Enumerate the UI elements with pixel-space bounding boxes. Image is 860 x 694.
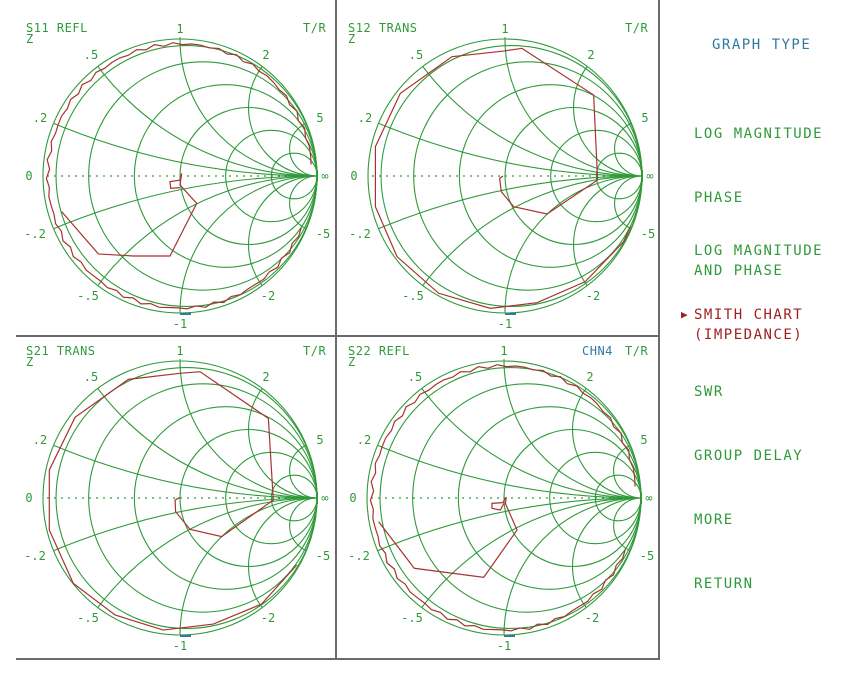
axis-label: .2 bbox=[357, 433, 371, 447]
menu-item-return[interactable]: RETURN bbox=[694, 574, 754, 594]
measurement-trace bbox=[45, 42, 312, 310]
axis-label: 0 bbox=[25, 491, 32, 505]
softkey-menu: GRAPH TYPE LOG MAGNITUDE PHASE LOG MAGNI… bbox=[662, 0, 860, 694]
axis-label: -.5 bbox=[77, 611, 99, 625]
axis-label: 0 bbox=[350, 169, 357, 183]
menu-item-label: LOG MAGNITUDE AND PHASE bbox=[694, 243, 824, 279]
axis-label: 1 bbox=[176, 22, 183, 36]
smith-grid bbox=[42, 38, 318, 314]
panel-format: Z bbox=[348, 32, 356, 46]
panel-title: S12 TRANS bbox=[348, 21, 418, 35]
panel-format: Z bbox=[26, 32, 34, 46]
menu-item-swr[interactable]: SWR bbox=[694, 382, 724, 402]
panel-divider-horizontal bbox=[16, 335, 660, 337]
panel-title: S11 REFL bbox=[26, 21, 88, 35]
panel-title: S21 TRANS bbox=[26, 344, 96, 358]
axis-label: 5 bbox=[316, 433, 323, 447]
axis-label: -5 bbox=[316, 549, 330, 563]
axis-label: ∞ bbox=[321, 169, 328, 183]
menu-item-label: PHASE bbox=[694, 190, 744, 206]
axis-label: -1 bbox=[173, 639, 187, 653]
smith-chart: 1 -1 0 ∞ .5 .2 -.2 -.5 2 5 -5 -2 bbox=[24, 22, 330, 331]
measurement-trace bbox=[374, 47, 631, 309]
panel-mode: T/R bbox=[303, 21, 327, 35]
panel-mode: T/R bbox=[303, 344, 327, 358]
axis-label: -.2 bbox=[349, 227, 371, 241]
panel-mode: T/R bbox=[625, 344, 649, 358]
menu-item-label: RETURN bbox=[694, 576, 754, 592]
axis-label: 1 bbox=[501, 22, 508, 36]
axis-label: .2 bbox=[33, 433, 47, 447]
axis-label: -.5 bbox=[402, 289, 424, 303]
axis-label: 2 bbox=[262, 48, 269, 62]
axis-label: -2 bbox=[261, 289, 275, 303]
axis-label: -5 bbox=[641, 227, 655, 241]
smith-chart: 1 -1 0 ∞ .5 .2 -.2 -.5 2 5 -5 -2 bbox=[348, 344, 654, 653]
axis-label: 5 bbox=[641, 111, 648, 125]
axis-label: -5 bbox=[316, 227, 330, 241]
panel-border-right bbox=[658, 0, 660, 660]
axis-label: 2 bbox=[587, 48, 594, 62]
smith-grid bbox=[367, 38, 643, 314]
menu-item-label: SMITH CHART (IMPEDANCE) bbox=[694, 307, 804, 343]
menu-item-log-magnitude-and-phase[interactable]: LOG MAGNITUDE AND PHASE bbox=[694, 241, 823, 281]
smith-chart: 1 -1 0 ∞ .5 .2 -.2 -.5 2 5 -5 -2 bbox=[24, 344, 330, 653]
axis-label: -5 bbox=[640, 549, 654, 563]
menu-item-label: LOG MAGNITUDE bbox=[694, 126, 824, 142]
menu-item-group-delay[interactable]: GROUP DELAY bbox=[694, 446, 803, 466]
axis-label: ∞ bbox=[321, 491, 328, 505]
menu-item-label: GROUP DELAY bbox=[694, 448, 804, 464]
axis-label: ∞ bbox=[645, 491, 652, 505]
menu-title: GRAPH TYPE bbox=[712, 37, 812, 53]
menu-item-log-magnitude[interactable]: LOG MAGNITUDE bbox=[694, 124, 823, 144]
axis-label: .5 bbox=[409, 48, 423, 62]
active-marker-icon: ▶ bbox=[681, 308, 690, 321]
axis-label: -1 bbox=[497, 639, 511, 653]
axis-label: 5 bbox=[316, 111, 323, 125]
axis-label: -.2 bbox=[24, 549, 46, 563]
panel-format: Z bbox=[26, 355, 34, 369]
axis-label: ∞ bbox=[646, 169, 653, 183]
panel-divider-vertical bbox=[335, 0, 337, 660]
axis-label: -.5 bbox=[77, 289, 99, 303]
menu-item-label: SWR bbox=[694, 384, 724, 400]
axis-label: 0 bbox=[25, 169, 32, 183]
axis-label: -1 bbox=[498, 317, 512, 331]
menu-item-label: MORE bbox=[694, 512, 734, 528]
axis-label: -2 bbox=[261, 611, 275, 625]
channel-label: CHN4 bbox=[582, 344, 613, 358]
axis-label: .2 bbox=[358, 111, 372, 125]
smith-panel-s21[interactable]: 1 -1 0 ∞ .5 .2 -.2 -.5 2 5 -5 -2 S21 TRANS Z T/R bbox=[0, 337, 335, 658]
menu-item-more[interactable]: MORE bbox=[694, 510, 734, 530]
menu-item-phase[interactable]: PHASE bbox=[694, 188, 744, 208]
axis-label: -2 bbox=[586, 289, 600, 303]
axis-label: -.2 bbox=[24, 227, 46, 241]
axis-label: .5 bbox=[408, 370, 422, 384]
smith-panel-s11[interactable]: 1 -1 0 ∞ .5 .2 -.2 -.5 2 5 -5 -2 S11 REFL Z T/R bbox=[0, 0, 335, 335]
axis-label: -.5 bbox=[401, 611, 423, 625]
axis-label: 1 bbox=[176, 344, 183, 358]
axis-label: 2 bbox=[262, 370, 269, 384]
axis-label: 2 bbox=[586, 370, 593, 384]
axis-label: .2 bbox=[33, 111, 47, 125]
panel-border-bottom bbox=[16, 658, 660, 660]
measurement-trace bbox=[48, 371, 298, 631]
axis-label: -.2 bbox=[348, 549, 370, 563]
panel-format: Z bbox=[348, 355, 356, 369]
axis-label: .5 bbox=[84, 370, 98, 384]
smith-chart: 1 -1 0 ∞ .5 .2 -.2 -.5 2 5 -5 -2 bbox=[349, 22, 655, 331]
panel-mode: T/R bbox=[625, 21, 649, 35]
menu-item-smith-chart-impedance[interactable]: ▶ SMITH CHART (IMPEDANCE) bbox=[681, 305, 804, 345]
axis-label: 1 bbox=[500, 344, 507, 358]
panel-title: S22 REFL bbox=[348, 344, 410, 358]
axis-label: -1 bbox=[173, 317, 187, 331]
smith-panel-s22[interactable]: 1 -1 0 ∞ .5 .2 -.2 -.5 2 5 -5 -2 S22 REFL Z CHN4 T/… bbox=[337, 337, 658, 658]
axis-label: 0 bbox=[349, 491, 356, 505]
axis-label: -2 bbox=[585, 611, 599, 625]
axis-label: .5 bbox=[84, 48, 98, 62]
measurement-trace bbox=[369, 364, 636, 632]
smith-panel-s12[interactable]: 1 -1 0 ∞ .5 .2 -.2 -.5 2 5 -5 -2 S12 TRANS Z T/R bbox=[337, 0, 658, 335]
axis-label: 5 bbox=[640, 433, 647, 447]
